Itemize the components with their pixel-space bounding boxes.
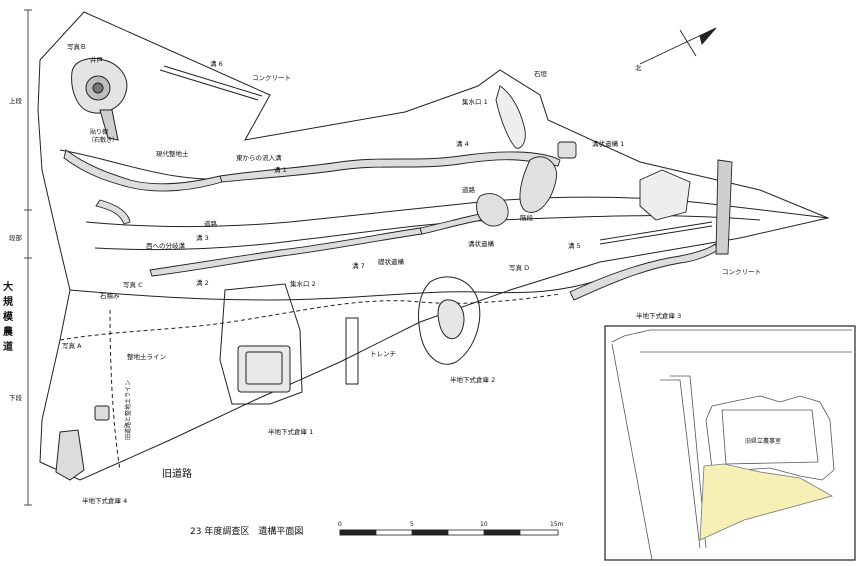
label-storehouse-3: 半地下式倉庫 3 xyxy=(636,311,681,320)
inset-map: 旧県立農事室 xyxy=(604,325,856,561)
plan-title: 23 年度調査区 遺構平面図 xyxy=(190,525,303,537)
label-old-road: 旧道路 xyxy=(162,467,192,480)
trench-outline xyxy=(345,317,359,385)
scale-tick-15m: 15m xyxy=(550,521,564,528)
label-storehouse-2: 半地下式倉庫 2 xyxy=(450,375,495,384)
inset-survey-area xyxy=(699,463,834,541)
label-separation-sub: （石敷き） xyxy=(88,136,118,144)
level-bracket xyxy=(24,9,32,506)
site-outline xyxy=(37,11,830,481)
svg-text:農: 農 xyxy=(3,325,14,338)
label-trench: トレンチ xyxy=(370,350,396,358)
svg-text:規: 規 xyxy=(3,295,13,308)
label-concrete-right: コンクリート xyxy=(722,268,761,276)
label-photo-b: 写真Ｂ xyxy=(67,42,87,51)
scale-tick-10: 10 xyxy=(480,521,488,528)
level-lower-label: 下段 xyxy=(9,393,23,402)
well-structure xyxy=(71,58,128,141)
north-arrow-icon xyxy=(639,27,717,65)
level-upper-label: 上段 xyxy=(9,96,23,105)
label-stone-wall: 石積み xyxy=(100,291,120,300)
label-ditch-2: 溝 2 xyxy=(196,278,209,287)
label-ditch-1: 溝 1 xyxy=(274,165,287,174)
concrete-line xyxy=(599,221,713,245)
label-pit-feature-1: 溝状遺構 1 xyxy=(592,139,624,148)
storehouse-1-outline xyxy=(219,283,303,405)
label-well: 井戸 xyxy=(90,55,104,64)
label-grading-line: 整地土ライン xyxy=(127,352,166,361)
label-concrete-top: コンクリート xyxy=(252,74,291,82)
label-ditch-4: 溝 4 xyxy=(456,139,469,148)
concrete-strip xyxy=(715,159,733,255)
label-stone-pavement: 石垣 xyxy=(534,69,548,78)
north-label: 北 xyxy=(635,64,642,72)
label-old-road-line: 旧道路と整地土ライン xyxy=(124,380,132,440)
svg-text:道: 道 xyxy=(3,340,13,353)
scale-tick-0: 0 xyxy=(338,521,342,528)
label-pit-row-feature: 礎状遺構 xyxy=(378,257,405,266)
ditch-6 xyxy=(159,65,263,101)
storehouse-4-outline xyxy=(55,429,85,481)
label-ditch-5: 溝 5 xyxy=(568,241,581,250)
label-early-fill: 現代整地土 xyxy=(156,149,189,158)
label-trench-feature-row: 溝状遺構 xyxy=(468,239,495,248)
road-vertical-label: 大 規 模 農 道 xyxy=(3,280,14,353)
stone-channels xyxy=(63,149,719,301)
label-drain-2: 集水口 2 xyxy=(290,279,316,288)
label-photo-d: 写真 D xyxy=(509,263,529,272)
scale-tick-5: 5 xyxy=(410,521,414,528)
right-feature-cluster xyxy=(476,85,691,227)
level-middle-label: 段部 xyxy=(9,233,23,242)
inset-building-label: 旧県立農事室 xyxy=(745,437,781,445)
label-road-right: 道路 xyxy=(462,185,476,194)
label-drain-1: 集水口 1 xyxy=(462,97,488,106)
label-ditch-7: 溝 7 xyxy=(352,261,365,270)
label-inflow-channel: 東からの流入溝 xyxy=(236,153,282,162)
label-west-branch: 西への分岐溝 xyxy=(146,241,186,250)
label-ditch-3: 溝 3 xyxy=(196,233,209,242)
label-steps: 階段 xyxy=(520,213,534,222)
label-storehouse-4: 半地下式倉庫 4 xyxy=(82,496,127,505)
scale-bar xyxy=(339,529,559,536)
label-storehouse-1: 半地下式倉庫 1 xyxy=(268,427,313,436)
label-separation: 貼り棚 xyxy=(90,128,108,136)
svg-text:模: 模 xyxy=(3,310,14,323)
small-pit xyxy=(94,405,110,421)
label-photo-a: 写真 A xyxy=(62,341,82,350)
label-ditch-6: 溝 6 xyxy=(210,59,223,68)
label-photo-c: 写真 C xyxy=(123,280,143,289)
label-road-middle: 道路 xyxy=(204,219,218,228)
svg-text:大: 大 xyxy=(3,280,13,293)
storehouse-2-outline xyxy=(417,276,481,365)
